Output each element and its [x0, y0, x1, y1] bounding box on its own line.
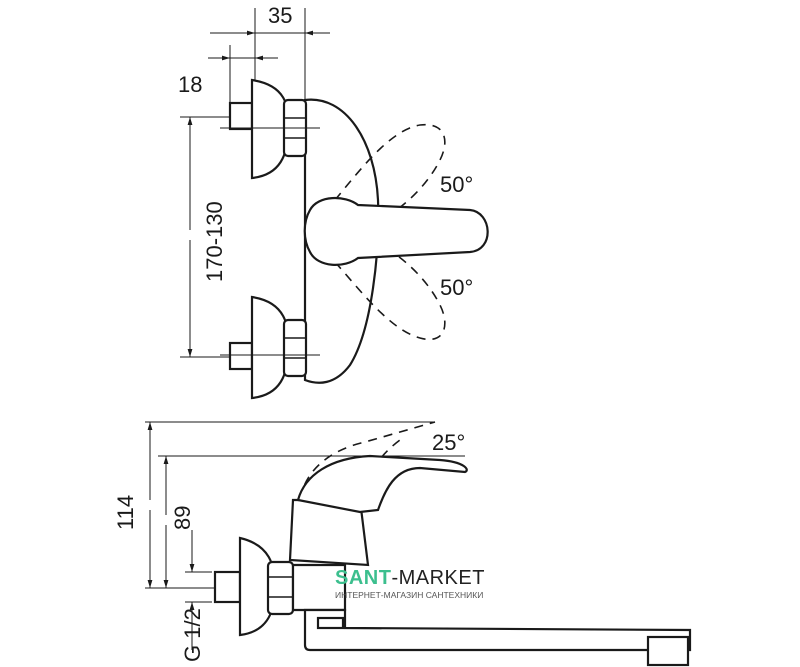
- height-114-label: 114: [113, 495, 138, 530]
- width-35-label: 35: [268, 3, 292, 28]
- watermark-tagline: ИНТЕРНЕТ-МАГАЗИН САНТЕХНИКИ: [335, 590, 484, 600]
- side-view: 25° 114 89 G 1/2: [113, 421, 692, 667]
- watermark-brand-rest: -MARKET: [391, 567, 485, 589]
- fitting-top: [220, 78, 320, 180]
- angle-lower-label: 50°: [440, 275, 473, 300]
- angle-upper-label: 50°: [440, 172, 473, 197]
- spacing-label: 170-130: [202, 201, 227, 282]
- front-view: 50° 50° 35 18 170-130: [178, 3, 489, 400]
- fitting-bottom: [220, 295, 320, 400]
- height-89-label: 89: [170, 506, 195, 530]
- depth-18-label: 18: [178, 72, 202, 97]
- angle-side-label: 25°: [432, 430, 465, 455]
- thread-label: G 1/2: [180, 608, 205, 662]
- watermark-brand-accent: SANT: [335, 567, 392, 589]
- watermark-logo: SANT-MARKET ИНТЕРНЕТ-МАГАЗИН САНТЕХНИКИ: [335, 568, 485, 600]
